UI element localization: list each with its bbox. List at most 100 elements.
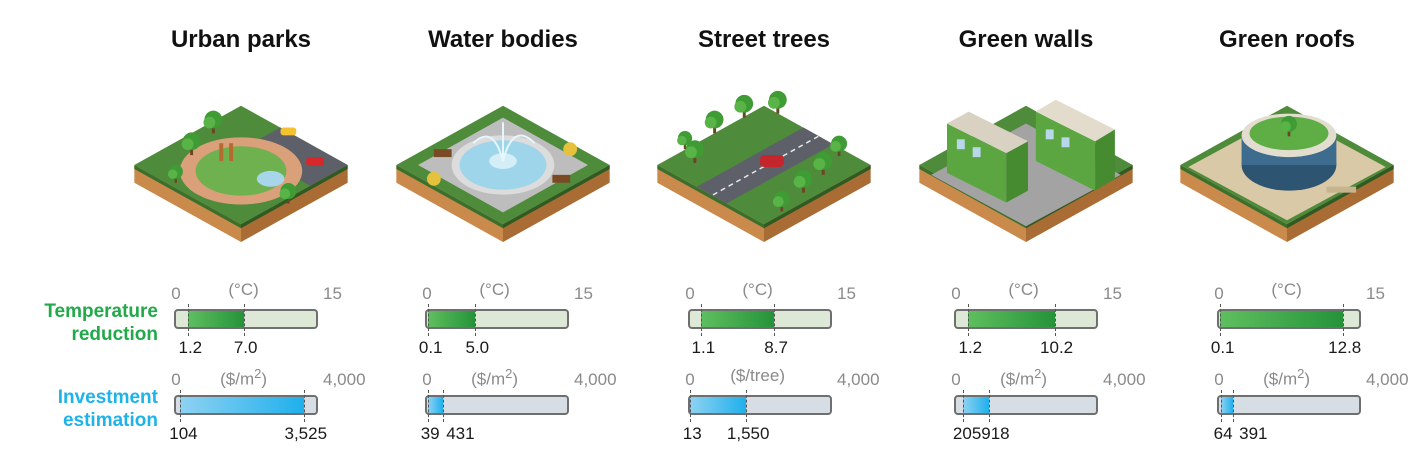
temperature-unit-label: (°C) bbox=[479, 280, 510, 299]
temperature-gauge: 0 15 (°C) 0.1 5.0 bbox=[419, 280, 685, 357]
column-gauges: 0 15 (°C) 1.2 7.0 0 4,000 ($/m2) 104 3,5… bbox=[169, 0, 414, 466]
investment-high-marker bbox=[442, 390, 444, 422]
temperature-gauge: 0 15 (°C) 1.1 8.7 bbox=[685, 280, 948, 357]
column-gauges: 0 15 (°C) 1.2 10.2 0 4,000 ($/m2) 205 91… bbox=[951, 0, 1194, 466]
investment-range-fill bbox=[1221, 397, 1234, 413]
investment-range-fill bbox=[179, 397, 304, 413]
street-trees-illustration bbox=[657, 90, 871, 243]
temperature-low-marker bbox=[967, 304, 969, 336]
temperature-low-marker bbox=[1219, 304, 1221, 336]
fountain-plaza-illustration bbox=[396, 105, 610, 243]
investment-row-label: Investment estimation bbox=[57, 387, 158, 431]
investment-low-value: 39 bbox=[420, 424, 440, 443]
investment-low-marker bbox=[179, 390, 181, 422]
temperature-axis-min: 0 bbox=[422, 284, 432, 303]
investment-unit-label: ($/tree) bbox=[730, 366, 785, 385]
investment-low-marker bbox=[1221, 390, 1223, 422]
temperature-high-value: 7.0 bbox=[233, 338, 258, 357]
investment-high-value: 1,550 bbox=[726, 424, 770, 443]
temperature-high-marker bbox=[243, 304, 245, 336]
investment-low-marker bbox=[428, 390, 430, 422]
temperature-axis-min: 0 bbox=[1214, 284, 1224, 303]
temperature-gauge: 0 15 (°C) 1.2 7.0 bbox=[171, 280, 434, 357]
temperature-axis-max: 15 bbox=[1103, 284, 1122, 303]
temperature-low-marker bbox=[700, 304, 702, 336]
investment-unit-label: ($/m2) bbox=[1263, 366, 1311, 389]
investment-axis-max: 4,000 bbox=[574, 370, 617, 389]
temperature-low-value: 1.1 bbox=[691, 338, 716, 357]
investment-high-marker bbox=[746, 390, 748, 422]
temperature-range-fill bbox=[967, 311, 1055, 327]
investment-low-value: 205 bbox=[952, 424, 982, 443]
investment-high-value: 918 bbox=[981, 424, 1010, 443]
temperature-high-marker bbox=[475, 304, 477, 336]
temperature-unit-label: (°C) bbox=[1271, 280, 1302, 299]
temperature-axis-max: 15 bbox=[837, 284, 856, 303]
investment-range-fill bbox=[963, 397, 990, 413]
investment-axis-min: 0 bbox=[951, 370, 961, 389]
temperature-high-value: 8.7 bbox=[764, 338, 788, 357]
investment-range-track bbox=[174, 395, 318, 415]
column-gauges: 0 15 (°C) 1.1 8.7 0 4,000 ($/tree) 13 1,… bbox=[683, 0, 928, 466]
temperature-range-fill bbox=[187, 311, 244, 327]
column-title: Urban parks bbox=[170, 26, 312, 53]
temperature-gauge: 0 15 (°C) 1.2 10.2 bbox=[951, 280, 1214, 357]
infrastructure-column: Green walls 0 15 (°C) 1.2 10.2 0 4,000 (… bbox=[0, 0, 1146, 466]
investment-range-track bbox=[688, 395, 832, 415]
temperature-range-track bbox=[174, 309, 318, 329]
temperature-low-value: 1.2 bbox=[958, 338, 983, 357]
temperature-axis-min: 0 bbox=[951, 284, 961, 303]
investment-high-marker bbox=[989, 390, 991, 422]
column-title: Green roofs bbox=[1218, 26, 1356, 53]
investment-gauge: 0 4,000 ($/m2) 205 918 bbox=[951, 366, 1214, 443]
investment-range-fill bbox=[690, 397, 747, 413]
column-title: Green walls bbox=[958, 26, 1094, 53]
investment-low-value: 64 bbox=[1213, 424, 1233, 443]
temperature-range-track bbox=[688, 309, 832, 329]
temperature-axis-max: 15 bbox=[323, 284, 342, 303]
investment-range-track bbox=[425, 395, 569, 415]
infrastructure-column: Water bodies 0 15 (°C) 0.1 5.0 0 4,000 (… bbox=[0, 0, 617, 466]
temperature-range-fill bbox=[427, 311, 476, 327]
investment-low-value: 104 bbox=[169, 424, 198, 443]
temperature-gauge: 0 15 (°C) 0.1 12.8 bbox=[1211, 280, 1413, 357]
column-gauges: 0 15 (°C) 0.1 5.0 0 4,000 ($/m2) 39 431 bbox=[419, 0, 665, 466]
infrastructure-column: Street trees bbox=[0, 0, 880, 466]
investment-high-value: 431 bbox=[446, 424, 475, 443]
investment-low-value: 13 bbox=[682, 424, 702, 443]
temperature-axis-min: 0 bbox=[685, 284, 695, 303]
investment-high-marker bbox=[303, 390, 305, 422]
temperature-high-value: 12.8 bbox=[1328, 338, 1362, 357]
investment-low-marker bbox=[690, 390, 692, 422]
temperature-low-value: 0.1 bbox=[1210, 338, 1235, 357]
investment-range-fill bbox=[428, 397, 443, 413]
temperature-axis-max: 15 bbox=[574, 284, 593, 303]
temperature-range-fill bbox=[1219, 311, 1343, 327]
temperature-high-value: 10.2 bbox=[1040, 338, 1074, 357]
column-title: Street trees bbox=[697, 26, 831, 53]
urban-park-illustration bbox=[134, 105, 348, 243]
investment-unit-label: ($/m2) bbox=[220, 366, 268, 389]
investment-low-marker bbox=[963, 390, 965, 422]
investment-range-track bbox=[1217, 395, 1361, 415]
investment-gauge: 0 4,000 ($/tree) 13 1,550 bbox=[683, 366, 948, 443]
temperature-axis-min: 0 bbox=[171, 284, 181, 303]
column-gauges: 0 15 (°C) 0.1 12.8 0 4,000 ($/m2) 64 391 bbox=[1211, 0, 1413, 466]
investment-axis-min: 0 bbox=[422, 370, 432, 389]
temperature-high-marker bbox=[774, 304, 776, 336]
investment-axis-max: 4,000 bbox=[837, 370, 880, 389]
investment-unit-label: ($/m2) bbox=[1000, 366, 1048, 389]
investment-axis-max: 4,000 bbox=[1366, 370, 1409, 389]
temperature-range-track bbox=[954, 309, 1098, 329]
temperature-high-marker bbox=[1054, 304, 1056, 336]
temperature-row-label: Temperature reduction bbox=[44, 301, 158, 345]
temperature-unit-label: (°C) bbox=[228, 280, 259, 299]
investment-axis-min: 0 bbox=[685, 370, 695, 389]
investment-gauge: 0 4,000 ($/m2) 104 3,525 bbox=[169, 366, 434, 443]
investment-axis-max: 4,000 bbox=[1103, 370, 1146, 389]
investment-axis-max: 4,000 bbox=[323, 370, 366, 389]
temperature-axis-max: 15 bbox=[1366, 284, 1385, 303]
green-roof-illustration bbox=[1180, 105, 1394, 243]
investment-high-value: 3,525 bbox=[284, 424, 328, 443]
investment-gauge: 0 4,000 ($/m2) 64 391 bbox=[1214, 366, 1413, 443]
